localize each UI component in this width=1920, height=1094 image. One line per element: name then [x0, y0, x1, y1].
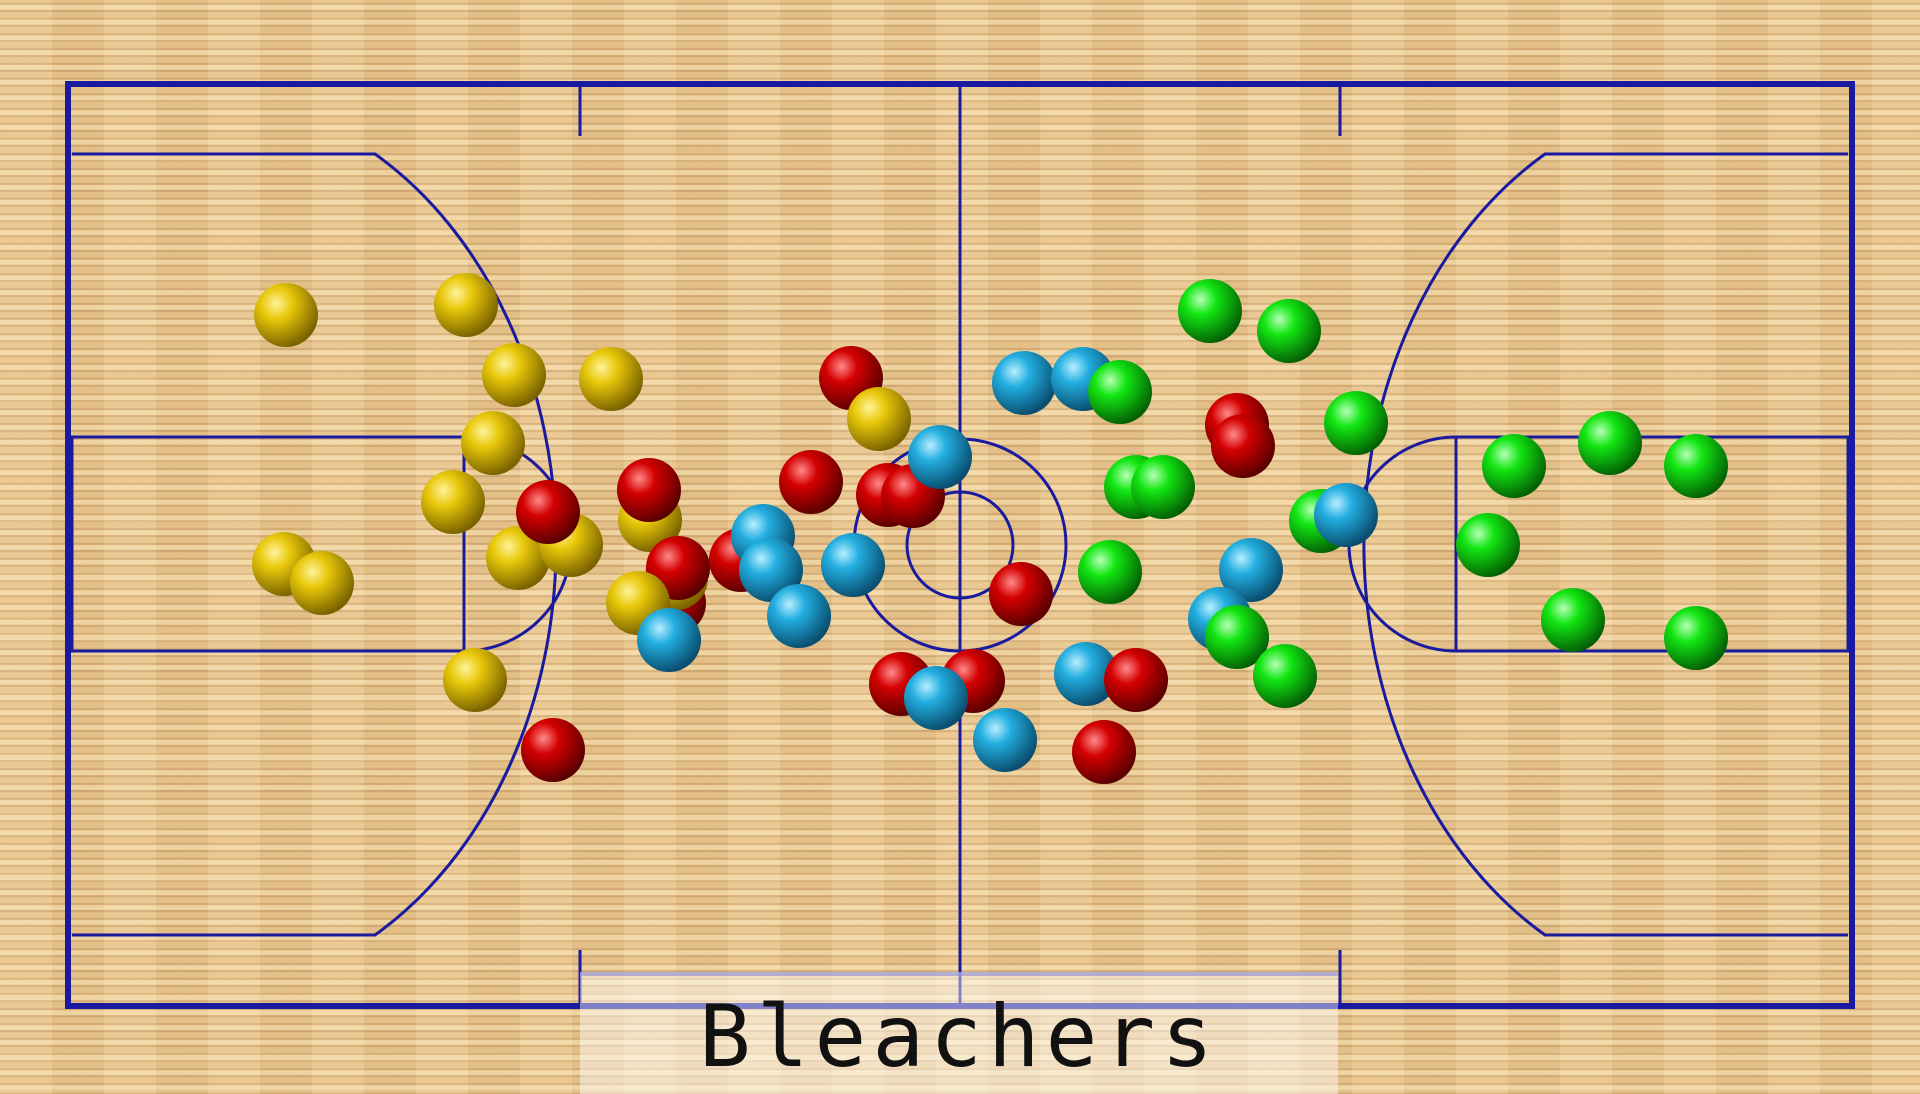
blue-player-ball[interactable]	[637, 608, 701, 672]
red-player-ball[interactable]	[617, 458, 681, 522]
red-player-ball[interactable]	[516, 480, 580, 544]
green-player-ball[interactable]	[1578, 411, 1642, 475]
yellow-player-ball[interactable]	[486, 526, 550, 590]
green-player-ball[interactable]	[1456, 513, 1520, 577]
center-circle-inner	[905, 490, 1015, 600]
green-player-ball[interactable]	[1253, 644, 1317, 708]
yellow-player-ball[interactable]	[290, 551, 354, 615]
yellow-player-ball[interactable]	[579, 347, 643, 411]
bleachers-box[interactable]: Bleachers	[580, 972, 1338, 1094]
red-player-ball[interactable]	[989, 562, 1053, 626]
red-player-ball[interactable]	[1072, 720, 1136, 784]
green-player-ball[interactable]	[1178, 279, 1242, 343]
green-player-ball[interactable]	[1541, 588, 1605, 652]
blue-player-ball[interactable]	[739, 538, 803, 602]
green-player-ball[interactable]	[1664, 434, 1728, 498]
yellow-player-ball[interactable]	[482, 343, 546, 407]
green-player-ball[interactable]	[1205, 605, 1269, 669]
yellow-player-ball[interactable]	[434, 273, 498, 337]
green-player-ball[interactable]	[1088, 360, 1152, 424]
green-player-ball[interactable]	[1482, 434, 1546, 498]
blue-player-ball[interactable]	[992, 351, 1056, 415]
red-player-ball[interactable]	[1104, 648, 1168, 712]
players	[252, 273, 1728, 784]
three-point-line-left	[72, 152, 558, 937]
blue-player-ball[interactable]	[904, 666, 968, 730]
paint-right	[1454, 435, 1850, 653]
paint-left	[70, 435, 466, 653]
red-player-ball[interactable]	[1211, 414, 1275, 478]
blue-player-ball[interactable]	[1219, 538, 1283, 602]
blue-player-ball[interactable]	[767, 584, 831, 648]
yellow-player-ball[interactable]	[461, 411, 525, 475]
red-player-ball[interactable]	[779, 450, 843, 514]
green-player-ball[interactable]	[1664, 606, 1728, 670]
red-player-ball[interactable]	[521, 718, 585, 782]
blue-player-ball[interactable]	[973, 708, 1037, 772]
green-player-ball[interactable]	[1324, 391, 1388, 455]
blue-player-ball[interactable]	[908, 425, 972, 489]
yellow-player-ball[interactable]	[443, 648, 507, 712]
court-lines	[65, 81, 1855, 1009]
yellow-player-ball[interactable]	[254, 283, 318, 347]
blue-player-ball[interactable]	[821, 533, 885, 597]
green-player-ball[interactable]	[1257, 299, 1321, 363]
bleachers-label: Bleachers	[699, 987, 1219, 1087]
three-point-line-right	[1362, 152, 1848, 937]
yellow-player-ball[interactable]	[421, 470, 485, 534]
blue-player-ball[interactable]	[1314, 483, 1378, 547]
blue-player-ball[interactable]	[1054, 642, 1118, 706]
yellow-player-ball[interactable]	[847, 387, 911, 451]
green-player-ball[interactable]	[1078, 540, 1142, 604]
green-player-ball[interactable]	[1131, 455, 1195, 519]
